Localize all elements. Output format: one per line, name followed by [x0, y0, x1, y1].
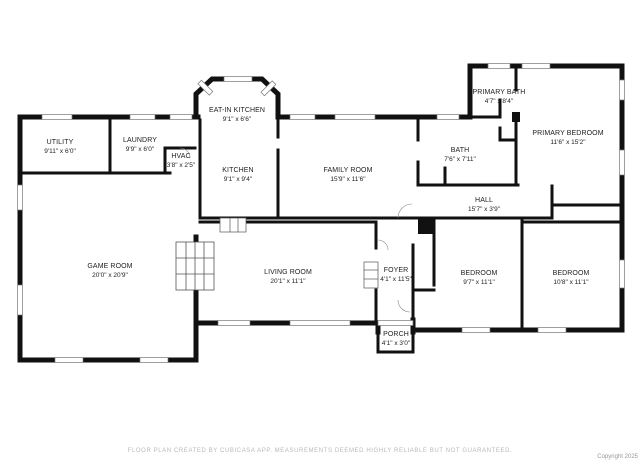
kitchen-fixture-icon: [219, 217, 247, 233]
room-label-bedroom-1: BEDROOM 9'7" x 11'1": [461, 269, 498, 287]
room-dims: 10'8" x 11'1": [553, 279, 589, 286]
porch-outline: [376, 332, 415, 354]
room-label-foyer: FOYER 4'1" x 11'5": [380, 266, 412, 284]
room-label-hall: HALL 15'7" x 3'9": [468, 196, 500, 214]
room-label-porch: PORCH 4'1" x 3'0": [382, 330, 410, 348]
room-name: HVAC: [171, 153, 191, 160]
interior-walls: [18, 64, 624, 332]
room-label-family-room: FAMILY ROOM 15'9" x 11'6": [323, 166, 372, 184]
room-name: EAT-IN KITCHEN: [208, 107, 266, 114]
room-name: BATH: [450, 147, 470, 154]
room-name: UTILITY: [46, 139, 74, 146]
room-name: LAUNDRY: [122, 137, 158, 144]
room-name: BEDROOM: [460, 270, 498, 277]
room-dims: 11'6" x 15'2": [550, 139, 586, 146]
room-label-hvac: HVAC 3'8" x 2'5": [167, 152, 195, 170]
disclaimer-footer: FLOOR PLAN CREATED BY CUBICASA APP. MEAS…: [127, 448, 513, 454]
closet-block: [418, 218, 435, 234]
room-dims: 9'11" x 6'0": [44, 148, 76, 155]
room-dims: 3'8" x 2'5": [166, 162, 196, 169]
room-name: KITCHEN: [222, 167, 254, 174]
room-dims: 20'0" x 20'9": [92, 272, 128, 279]
closet-block-2: [512, 112, 520, 122]
room-label-eatin-kitchen: EAT-IN KITCHEN 9'1" x 6'6": [209, 106, 265, 124]
room-name: HALL: [475, 197, 493, 204]
stairs-icon: [175, 241, 215, 291]
room-name: BEDROOM: [552, 270, 590, 277]
room-dims: 15'7" x 3'9": [467, 206, 501, 213]
foyer-steps-icon: [363, 261, 379, 289]
room-label-bath: BATH 7'6" x 7'11": [444, 146, 476, 164]
room-dims: 4'7" x 8'4": [484, 98, 514, 105]
room-dims: 20'1" x 11'1": [270, 278, 306, 285]
room-dims: 4'1" x 3'0": [381, 340, 411, 347]
room-dims: 15'9" x 11'6": [330, 176, 366, 183]
room-name: FAMILY ROOM: [323, 167, 373, 174]
room-label-bedroom-2: BEDROOM 10'8" x 11'1": [553, 269, 590, 287]
room-dims: 9'7" x 11'1": [463, 279, 495, 286]
room-dims: 9'1" x 9'4": [223, 176, 253, 183]
room-label-primary-bath: PRIMARY BATH 4'7" x 8'4": [473, 88, 526, 106]
room-name: PRIMARY BATH: [472, 89, 526, 96]
room-dims: 7'6" x 7'11": [444, 156, 476, 163]
room-name: PRIMARY BEDROOM: [532, 130, 604, 137]
room-label-game-room: GAME ROOM 20'0" x 20'9": [87, 262, 132, 280]
room-name: GAME ROOM: [87, 263, 133, 270]
room-name: PORCH: [383, 331, 409, 338]
copyright-text: Copyright 2025: [597, 454, 638, 460]
room-label-kitchen: KITCHEN 9'1" x 9'4": [222, 166, 253, 184]
room-dims: 9'9" x 6'0": [125, 146, 155, 153]
room-dims: 9'1" x 6'6": [222, 116, 252, 123]
room-label-living-room: LIVING ROOM 20'1" x 11'1": [264, 268, 312, 286]
room-label-utility: UTILITY 9'11" x 6'0": [44, 138, 76, 156]
room-dims: 4'1" x 11'5": [380, 276, 412, 283]
room-label-primary-bedroom: PRIMARY BEDROOM 11'6" x 15'2": [532, 129, 603, 147]
exterior-walls: [17, 63, 625, 363]
room-label-laundry: LAUNDRY 9'9" x 6'0": [123, 136, 157, 154]
door-swings: [179, 147, 413, 313]
windows: [17, 63, 625, 363]
room-name: FOYER: [383, 267, 409, 274]
room-name: LIVING ROOM: [264, 269, 312, 276]
